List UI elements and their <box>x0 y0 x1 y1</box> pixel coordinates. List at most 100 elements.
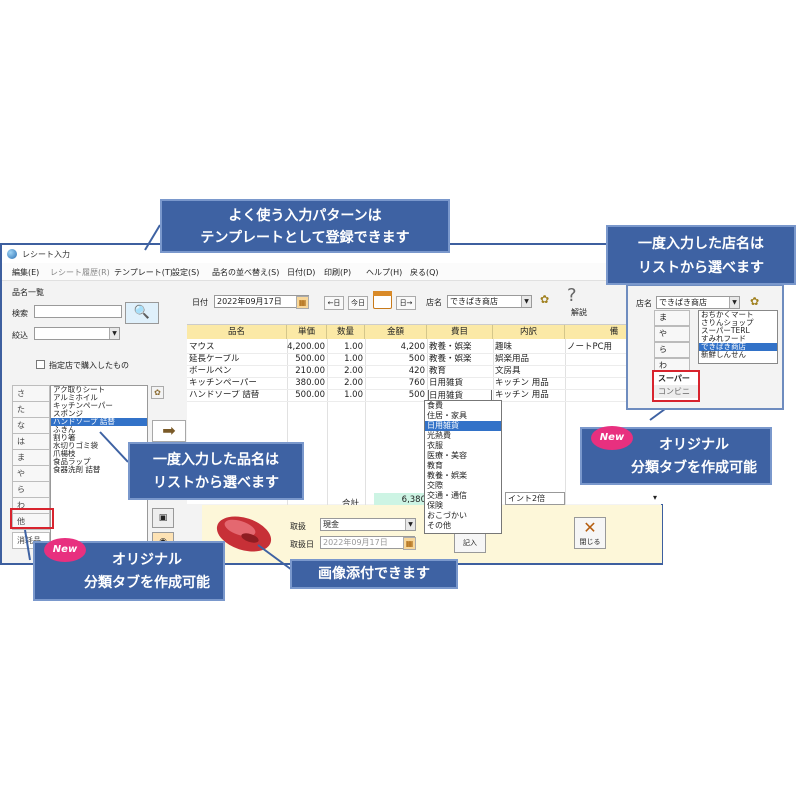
inset-tab-ra[interactable]: ら <box>654 342 690 358</box>
app-icon <box>7 249 17 259</box>
cell-qty: 1.00 <box>344 342 363 352</box>
tab-other[interactable]: 他 <box>12 513 50 530</box>
dropdown-option[interactable]: 光熱費 <box>427 431 451 440</box>
filter-select[interactable]: ▼ <box>34 327 120 340</box>
store-select[interactable]: できぱき商店▼ <box>447 295 532 308</box>
store-filter-checkbox[interactable] <box>36 360 45 369</box>
list-item[interactable]: キッチンペーパー <box>53 401 113 410</box>
list-item[interactable]: 食器洗剤 詰替 <box>53 465 101 474</box>
cell-amount: 760 <box>408 378 425 388</box>
dropdown-option[interactable]: 医療・美容 <box>427 451 467 460</box>
inset-tab-ya[interactable]: や <box>654 326 690 342</box>
cell-price: 4,200.00 <box>287 342 325 352</box>
inset-store-select[interactable]: できぱき商店▼ <box>656 296 740 309</box>
dropdown-option[interactable]: 教養・娯楽 <box>427 471 467 480</box>
menu-sort-items[interactable]: 品名の並べ替え(S) <box>212 268 280 277</box>
menu-edit[interactable]: 編集(E) <box>12 268 40 277</box>
calendar-small-icon[interactable]: ▦ <box>403 537 416 550</box>
window-title: レシート入力 <box>22 250 70 259</box>
list-item[interactable]: おちかくマート <box>701 310 754 319</box>
dropdown-option-selected[interactable]: 日用雑貨 <box>425 421 501 431</box>
next-day-button[interactable]: 日→ <box>396 296 416 310</box>
payment-select[interactable]: 現金▼ <box>320 518 416 531</box>
add-item-arrow-button[interactable]: ➡ <box>152 420 186 442</box>
cell-price: 500.00 <box>295 354 325 364</box>
menu-template[interactable]: テンプレート(T) <box>114 268 173 277</box>
list-item[interactable]: 割り箸 <box>53 433 76 442</box>
list-item[interactable]: 水切りゴミ袋 <box>53 441 98 450</box>
calendar-small-icon[interactable]: ▦ <box>296 296 309 309</box>
gear-icon[interactable]: ✿ <box>750 295 760 308</box>
list-item[interactable]: スーパーTERL <box>701 326 750 335</box>
menu-receipt-history[interactable]: レシート履歴(R) <box>50 268 110 277</box>
menu-back[interactable]: 戻る(Q) <box>410 268 439 277</box>
store-inset-panel: 店名 できぱき商店▼ ✿ ま や ら わ おちかくマート さりんショップ スーパ… <box>626 284 784 410</box>
point-select[interactable]: イント2倍 <box>505 492 565 505</box>
help-icon[interactable]: ? <box>567 285 577 306</box>
list-item[interactable]: ふきん <box>53 425 76 434</box>
callout-template-line1: よく使う入力パターンは <box>228 208 382 224</box>
tab-ma[interactable]: ま <box>12 449 50 466</box>
close-button[interactable]: ✕閉じる <box>574 517 606 549</box>
cell-item: 延長ケーブル <box>189 354 240 364</box>
list-item[interactable]: アルミホイル <box>53 393 98 402</box>
dropdown-option[interactable]: 教育 <box>427 461 443 470</box>
tab-sa[interactable]: さ <box>12 385 50 402</box>
dropdown-option[interactable]: 食費 <box>427 401 443 410</box>
col-header-qty: 数量 <box>327 325 365 339</box>
scroll-down-icon[interactable]: ▾ <box>653 493 658 502</box>
cell-amount: 500 <box>408 354 425 364</box>
mouse-image[interactable] <box>212 508 276 558</box>
gear-icon[interactable]: ✿ <box>540 293 550 306</box>
list-item[interactable]: スポンジ <box>53 409 83 418</box>
cell-amount: 4,200 <box>400 342 425 352</box>
cell-item: ハンドソープ 詰替 <box>189 390 260 400</box>
search-button[interactable]: 🔍 <box>125 302 159 324</box>
inset-tab-supermarket[interactable]: スーパー <box>658 374 690 383</box>
list-item[interactable]: 新鮮しんせん <box>701 350 746 359</box>
inset-tab-convenience[interactable]: コンビニ <box>654 385 698 398</box>
callout-custom-tab-right-line1: オリジナル <box>659 437 729 453</box>
list-item[interactable]: アク取りシート <box>53 385 106 394</box>
chevron-down-icon: ▼ <box>405 519 415 530</box>
cell-subcategory: 趣味 <box>495 342 513 352</box>
total-value: 6,380 <box>374 493 428 507</box>
menu-print[interactable]: 印刷(P) <box>324 268 352 277</box>
dropdown-option[interactable]: おこづかい <box>427 511 467 520</box>
menu-help[interactable]: ヘルプ(H) <box>366 268 403 277</box>
image-attach-button[interactable]: ▣ <box>152 508 174 528</box>
cell-category: 教養・娯楽 <box>429 342 472 352</box>
menu-settings[interactable]: 設定(S) <box>172 268 200 277</box>
list-item[interactable]: 食品ラップ <box>53 457 91 466</box>
dropdown-option[interactable]: 交通・通信 <box>427 491 467 500</box>
list-item[interactable]: さりんショップ <box>701 318 754 327</box>
cell-category: 教育 <box>429 366 447 376</box>
inset-tab-ma[interactable]: ま <box>654 310 690 326</box>
category-dropdown: 食費 住居・家具 日用雑貨 光熱費 衣服 医療・美容 教育 教養・娯楽 交際 交… <box>424 400 502 534</box>
today-button[interactable]: 今日 <box>348 296 368 310</box>
dropdown-option[interactable]: 交際 <box>427 481 443 490</box>
search-label: 検索 <box>12 309 28 318</box>
gear-icon[interactable]: ✿ <box>151 386 164 399</box>
dropdown-option[interactable]: 保険 <box>427 501 443 510</box>
list-item-selected[interactable]: ハンドソープ 詰替 <box>51 418 147 426</box>
handling-date-input[interactable]: 2022年09月17日 <box>320 536 415 549</box>
dropdown-option[interactable]: 住居・家具 <box>427 411 467 420</box>
chevron-down-icon: ▼ <box>109 328 119 339</box>
menu-date[interactable]: 日付(D) <box>287 268 316 277</box>
calendar-icon[interactable] <box>373 291 392 309</box>
list-item[interactable]: 爪楊枝 <box>53 449 76 458</box>
chevron-down-icon: ▼ <box>729 297 739 308</box>
prev-day-button[interactable]: ←日 <box>324 296 344 310</box>
dropdown-option[interactable]: その他 <box>427 521 451 530</box>
dropdown-option[interactable]: 衣服 <box>427 441 443 450</box>
callout-item-line1: 一度入力した品名は <box>153 452 279 468</box>
list-item-selected[interactable]: できぱき商店 <box>699 343 777 351</box>
date-input[interactable]: 2022年09月17日 <box>214 295 309 308</box>
list-item[interactable]: すみれフード <box>701 334 746 343</box>
callout-custom-tab-left-line1: オリジナル <box>112 552 182 568</box>
inset-store-label: 店名 <box>636 299 652 308</box>
search-input[interactable] <box>34 305 122 318</box>
handling-date-label: 取扱日 <box>290 540 314 549</box>
cell-qty: 1.00 <box>344 354 363 364</box>
